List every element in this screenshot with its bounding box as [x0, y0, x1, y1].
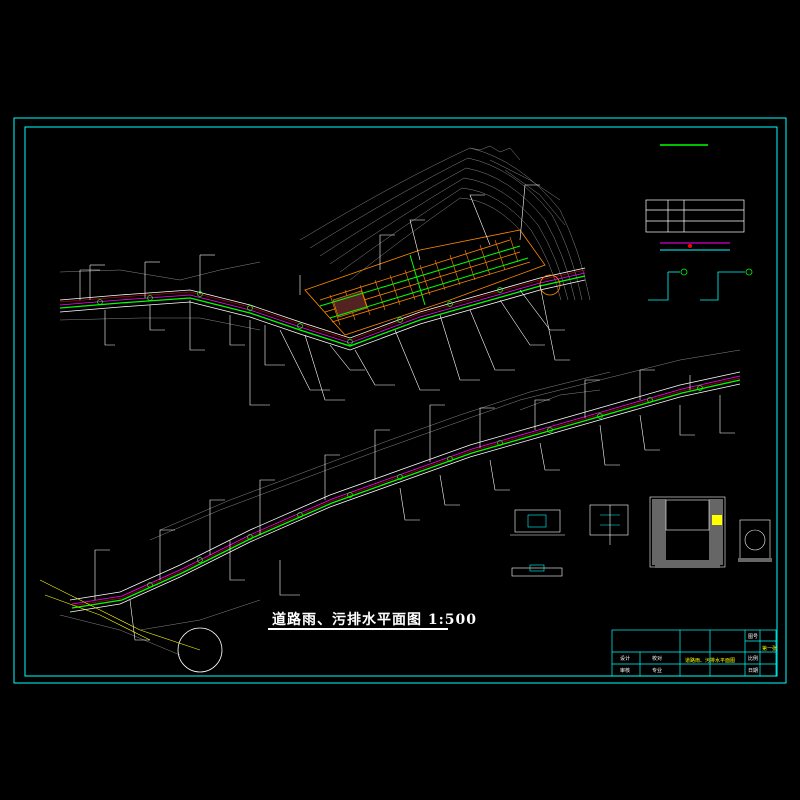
title-block-drawing-name: 道路雨、污排水平面图 — [685, 658, 736, 664]
detail-drawing-3 — [649, 496, 726, 568]
leader-callouts-upper — [79, 184, 570, 406]
terrain-contours-upper — [59, 145, 591, 331]
title-block-cell-discipline: 专业 — [652, 668, 663, 674]
detail-drawing-1 — [510, 509, 565, 577]
outer-frame — [13, 117, 787, 684]
title-block-cell-review: 审核 — [620, 668, 631, 674]
title-block-cell-scale: 比例 — [748, 656, 759, 662]
block-internal-pipes — [319, 245, 529, 319]
title-block — [611, 629, 777, 677]
leader-callouts-lower — [94, 369, 735, 641]
inner-frame — [24, 126, 778, 677]
title-block-sheet: 第一张 — [762, 646, 778, 652]
drawing-title: 道路雨、污排水平面图 1:500 — [272, 612, 478, 628]
legend-table — [645, 199, 745, 233]
legend-lines — [648, 242, 753, 301]
title-block-cell-check: 校对 — [652, 656, 663, 662]
title-block-cell-date: 日期 — [748, 668, 759, 674]
intersection-circle — [177, 627, 223, 673]
upper-road — [59, 267, 586, 351]
detail-drawing-2 — [589, 504, 629, 545]
detail-drawing-4 — [738, 519, 772, 562]
title-block-cell-design: 设计 — [620, 656, 631, 662]
title-block-cell-number: 图号 — [748, 634, 759, 640]
terrain-contours-lower — [139, 349, 741, 631]
title-underline — [268, 628, 448, 630]
building-core — [332, 290, 368, 318]
manhole-markers — [97, 287, 703, 588]
